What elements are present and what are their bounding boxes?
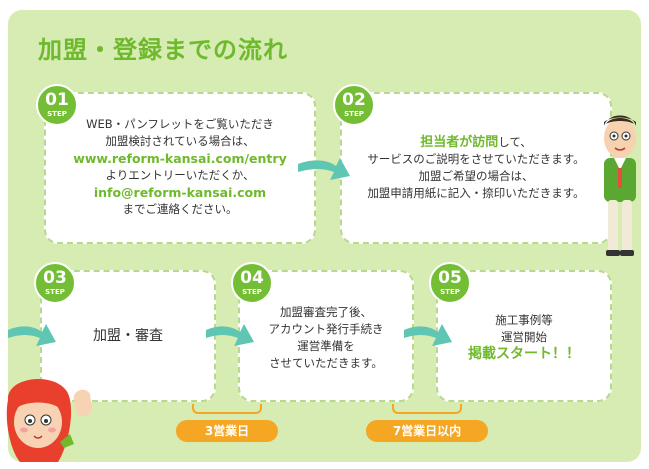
step-03-badge: 03 STEP bbox=[34, 262, 76, 304]
step-03-text: 加盟・審査 bbox=[93, 328, 163, 344]
duration-bracket-1 bbox=[192, 404, 262, 414]
step-01-card: WEB・パンフレットをご覧いただき 加盟検討されている場合は、 www.refo… bbox=[44, 92, 316, 244]
staff-character-icon bbox=[604, 115, 636, 256]
duration-badge-7-days: 7営業日以内 bbox=[366, 420, 488, 442]
arrow-right-icon bbox=[8, 324, 56, 346]
visit-suffix: して、 bbox=[498, 135, 532, 149]
step-05-badge: 05 STEP bbox=[429, 262, 471, 304]
step-05-line-1: 施工事例等 bbox=[495, 313, 553, 327]
arrow-right-icon bbox=[206, 324, 254, 346]
step-02-line-2: サービスのご説明をさせていただきます。 bbox=[367, 152, 585, 166]
step-01-line-3: よりエントリーいただくか、 bbox=[105, 168, 255, 182]
girl-character-icon bbox=[6, 378, 92, 462]
step-02-card: 担当者が訪問して、 サービスのご説明をさせていただきます。 加盟ご希望の場合は、… bbox=[340, 92, 612, 244]
page-title: 加盟・登録までの流れ bbox=[38, 36, 288, 64]
arrow-right-icon bbox=[404, 324, 452, 346]
step-04-label: STEP bbox=[242, 288, 262, 296]
step-02-line-1: 担当者が訪問して、 bbox=[342, 134, 610, 151]
step-02-badge: 02 STEP bbox=[333, 84, 375, 126]
step-05-line-2: 運営開始 bbox=[501, 330, 547, 344]
step-05-number: 05 bbox=[438, 268, 462, 288]
step-02-number: 02 bbox=[342, 90, 366, 110]
step-04-badge: 04 STEP bbox=[231, 262, 273, 304]
step-01-number: 01 bbox=[45, 90, 69, 110]
duration-badge-3-days: 3営業日 bbox=[176, 420, 278, 442]
entry-url-link[interactable]: www.reform-kansai.com/entry bbox=[73, 151, 287, 166]
visit-highlight: 担当者が訪問 bbox=[420, 135, 499, 150]
step-01-line-2: 加盟検討されている場合は、 bbox=[105, 134, 255, 148]
step-03-number: 03 bbox=[43, 268, 67, 288]
step-05-label: STEP bbox=[440, 288, 460, 296]
arrow-right-icon bbox=[298, 158, 350, 180]
step-04-card: 加盟審査完了後、 アカウント発行手続き 運営準備を させていただきます。 bbox=[238, 270, 414, 402]
step-04-line-1: 加盟審査完了後、 bbox=[280, 305, 372, 319]
step-02-label: STEP bbox=[344, 110, 364, 118]
step-01-line-1: WEB・パンフレットをご覧いただき bbox=[86, 117, 274, 131]
step-04-line-2: アカウント発行手続き bbox=[268, 322, 384, 336]
step-04-line-3: 運営準備を bbox=[297, 339, 355, 353]
duration-bracket-2 bbox=[392, 404, 462, 414]
step-02-line-4: 加盟申請用紙に記入・捺印いただきます。 bbox=[367, 186, 585, 200]
step-01-label: STEP bbox=[47, 110, 67, 118]
listing-start-highlight: 掲載スタート！！ bbox=[468, 346, 580, 362]
step-02-line-3: 加盟ご希望の場合は、 bbox=[418, 169, 534, 183]
email-link[interactable]: info@reform-kansai.com bbox=[93, 185, 267, 200]
step-01-badge: 01 STEP bbox=[36, 84, 78, 126]
step-04-line-4: させていただきます。 bbox=[269, 356, 383, 370]
step-04-number: 04 bbox=[240, 268, 264, 288]
step-01-line-4: までご連絡ください。 bbox=[122, 202, 238, 216]
step-03-label: STEP bbox=[45, 288, 65, 296]
